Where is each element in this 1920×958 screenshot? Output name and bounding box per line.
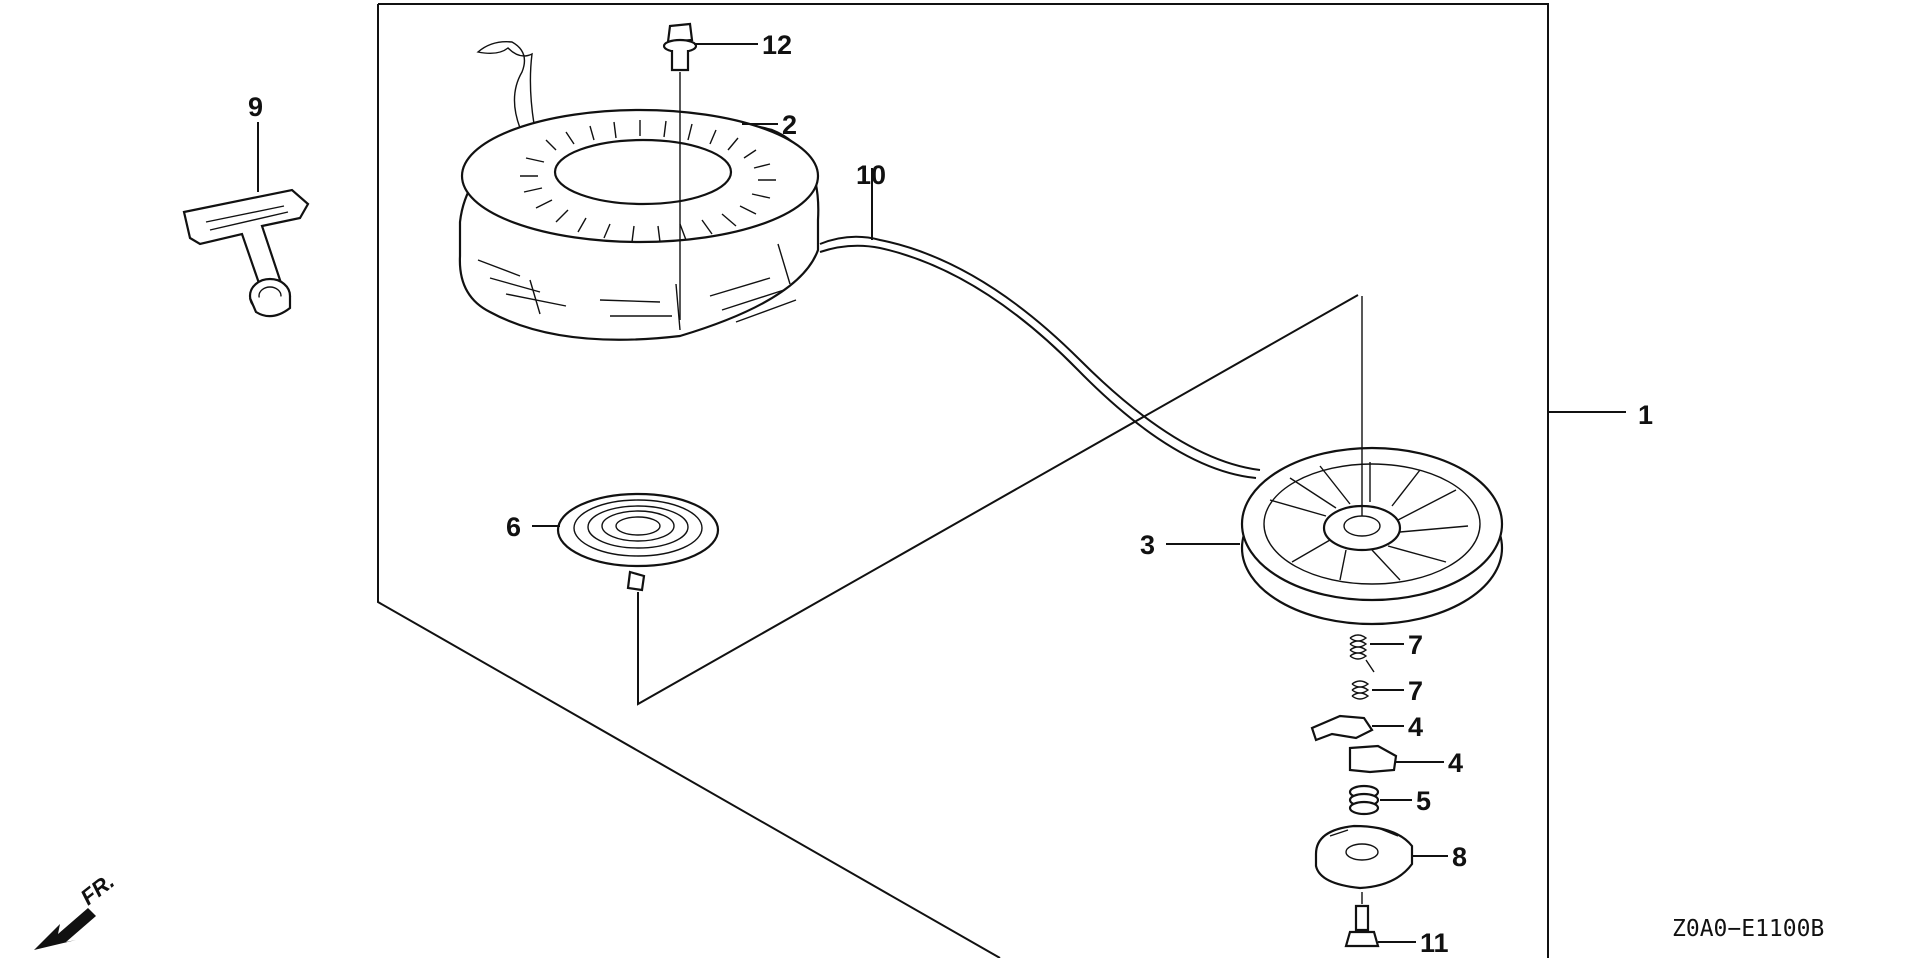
spiral-spring-icon (532, 492, 720, 592)
callout-9: 9 (248, 92, 263, 122)
recoil-reel-icon (1166, 296, 1504, 626)
ratchet-icon (1348, 744, 1444, 774)
set-screw-icon (1344, 892, 1416, 948)
ratchet-spring-icon (1349, 634, 1404, 673)
assembly-outline (377, 3, 1626, 958)
direction-label: FR. (76, 868, 119, 910)
starter-case-icon (458, 41, 820, 341)
callout-11: 11 (1420, 928, 1449, 958)
callout-1: 1 (1638, 400, 1653, 430)
flange-bolt-icon (662, 22, 758, 320)
friction-plate-icon (1314, 824, 1448, 890)
callout-4b: 4 (1448, 748, 1463, 778)
starter-rope-icon (819, 168, 1261, 479)
callout-2: 2 (782, 110, 797, 140)
ratchet-icon (1310, 714, 1404, 742)
callout-6: 6 (506, 512, 521, 542)
callout-7a: 7 (1408, 630, 1423, 660)
t-handle-key-icon (182, 122, 310, 318)
diagram-code: Z0A0−E1100B (1672, 916, 1824, 942)
front-direction-arrow-icon (34, 908, 96, 950)
callout-3: 3 (1140, 530, 1155, 560)
callout-4a: 4 (1408, 712, 1423, 742)
ratchet-spring-icon (1351, 680, 1404, 700)
callout-8: 8 (1452, 842, 1467, 872)
callout-12: 12 (762, 30, 792, 60)
compression-spring-icon (1348, 784, 1412, 816)
callout-10: 10 (856, 160, 886, 190)
callout-5: 5 (1416, 786, 1431, 816)
callout-7b: 7 (1408, 676, 1423, 706)
